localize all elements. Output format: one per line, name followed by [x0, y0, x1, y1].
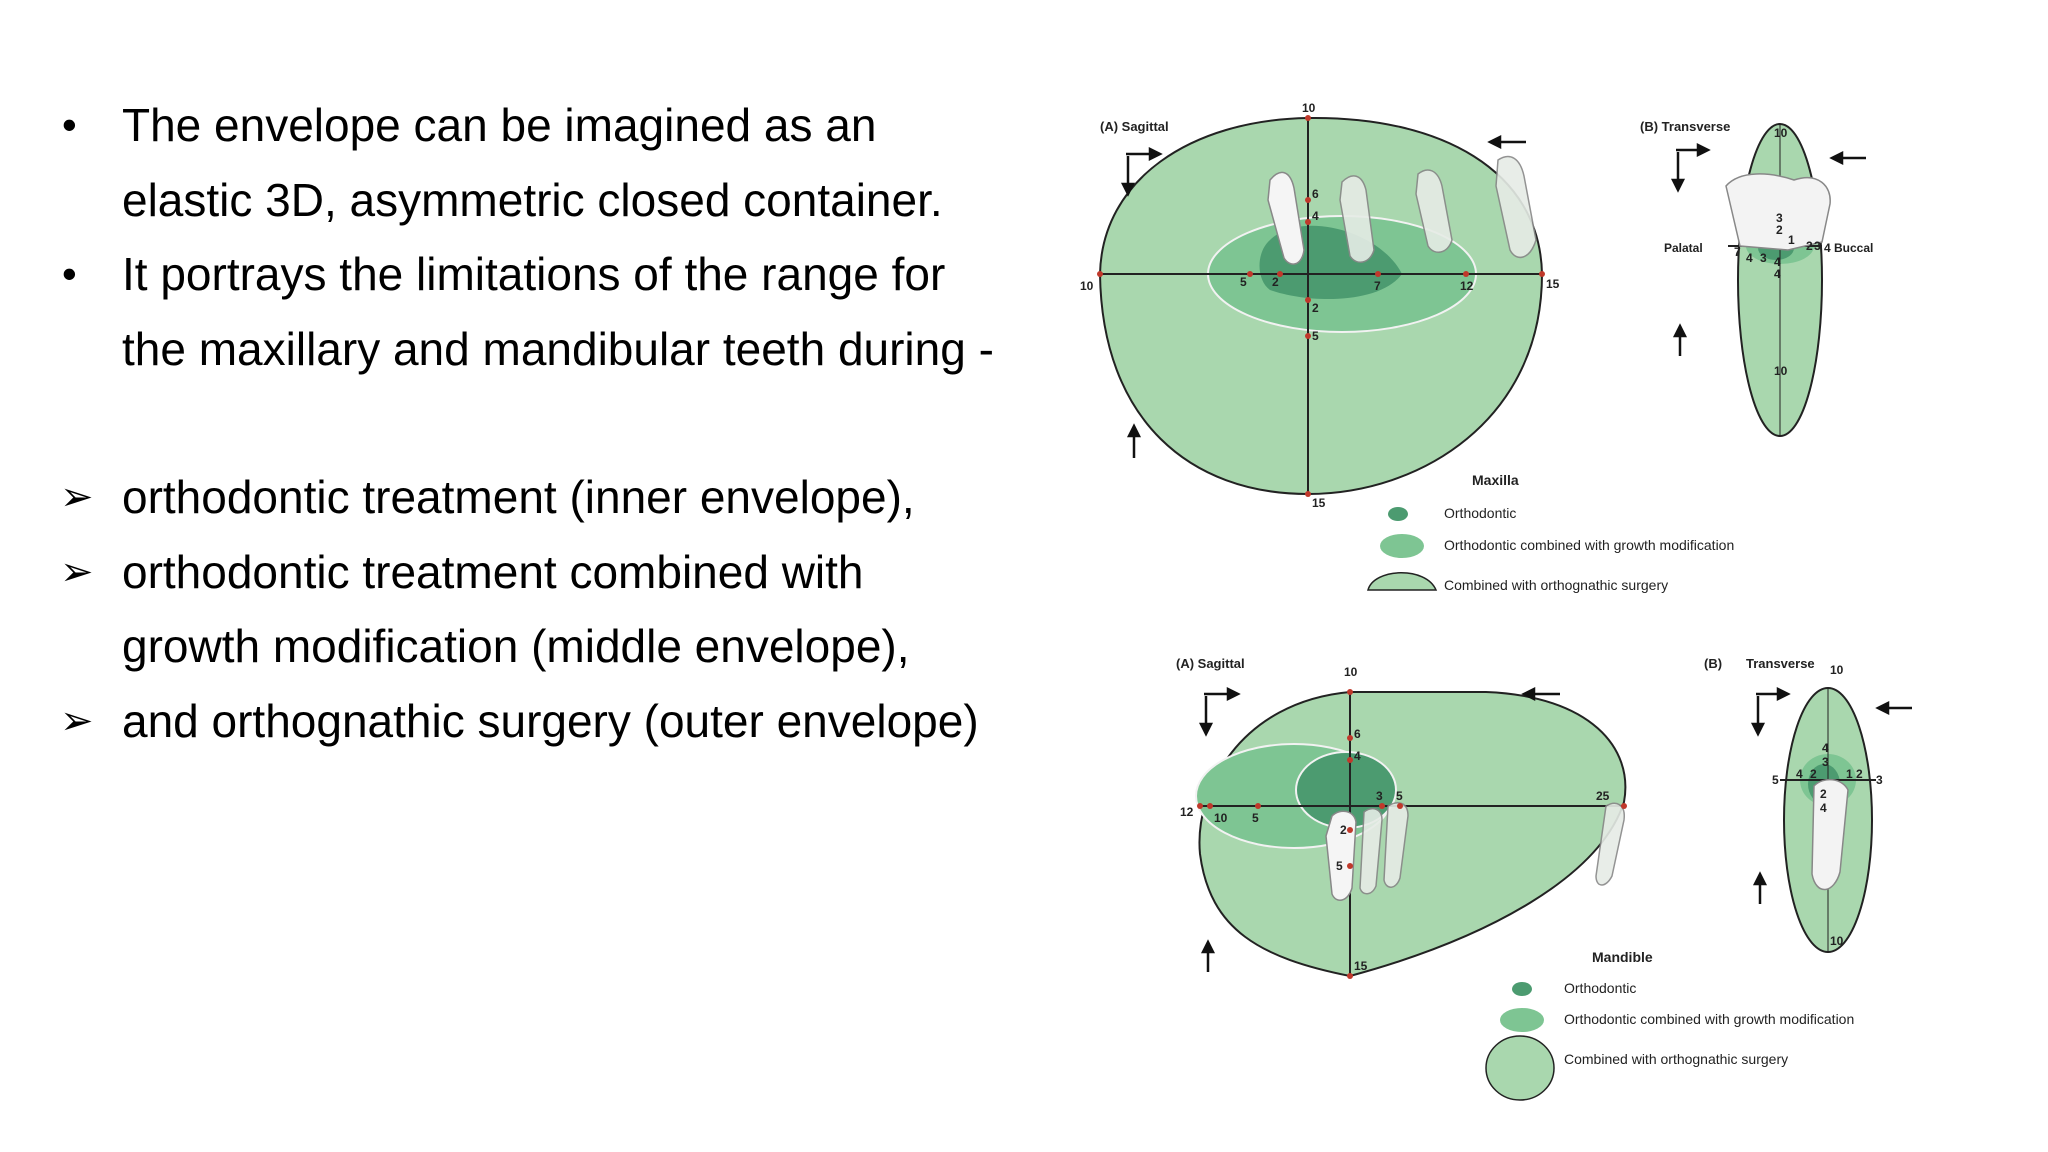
measurement-label: 15	[1312, 496, 1326, 510]
bullet-icon: •	[62, 101, 77, 148]
measurement-label: 7	[1734, 245, 1741, 259]
legend-label: Orthodontic	[1444, 505, 1516, 521]
outer-tooth-icon	[1495, 155, 1537, 259]
arrow-bullet-icon: ➢	[60, 549, 94, 594]
measurement-label: 4	[1746, 251, 1753, 265]
mandible-legend-title: Mandible	[1592, 949, 1653, 965]
measurement-label: 25	[1596, 789, 1610, 803]
measurement-label: 2	[1272, 275, 1279, 289]
measurement-label: 5	[1772, 773, 1779, 787]
maxilla-transverse-label: (B) Transverse	[1640, 119, 1730, 134]
measurement-label: 2	[1810, 767, 1817, 781]
measurement-label: 5	[1240, 275, 1247, 289]
bullet-text: The envelope can be imagined as an elast…	[122, 99, 943, 226]
measurement-label: 5	[1252, 811, 1259, 825]
measurement-label: 3	[1822, 755, 1829, 769]
legend-label: Orthodontic combined with growth modific…	[1564, 1011, 1854, 1027]
legend-swatch-inner	[1388, 507, 1408, 521]
lower-molar-tooth-icon	[1383, 802, 1409, 888]
incisor-tooth-icon	[1267, 171, 1305, 265]
transverse-lower-tooth-icon	[1811, 778, 1849, 891]
measurement-label: 1	[1788, 233, 1795, 247]
arrow-text: orthodontic treatment (inner envelope),	[122, 471, 915, 523]
measurement-label: 4	[1822, 741, 1829, 755]
measurement-label: 3	[1814, 239, 1821, 253]
measurement-label: 4	[1354, 749, 1361, 763]
measurement-label: 10	[1302, 101, 1316, 115]
measurement-label: 2	[1820, 787, 1827, 801]
measurement-label: 6	[1312, 187, 1319, 201]
measurement-label: 2	[1806, 239, 1813, 253]
arrow-item: ➢ orthodontic treatment combined with gr…	[60, 535, 1000, 684]
measurement-label: 2	[1340, 823, 1347, 837]
measurement-label: 2	[1776, 223, 1783, 237]
mandible-sagittal-label: (A) Sagittal	[1176, 656, 1245, 671]
premolar-tooth-icon	[1339, 175, 1375, 263]
slide-text: • The envelope can be imagined as an ela…	[60, 88, 1000, 758]
lower-outer-tooth-icon	[1595, 802, 1625, 886]
legend-label: Combined with orthognathic surgery	[1444, 577, 1668, 593]
measurement-label: 4	[1796, 767, 1803, 781]
maxilla-figure: (A) Sagittal (B) Transverse 10 15 10 15 …	[1080, 101, 1873, 593]
mandible-figure: (A) Sagittal (B) Transverse 10 15 12 10 …	[1176, 656, 1912, 1101]
measurement-label: 1	[1846, 767, 1853, 781]
measurement-label: 5	[1336, 859, 1343, 873]
arrow-item: ➢ orthodontic treatment (inner envelope)…	[60, 460, 1000, 535]
measurement-label: 15	[1354, 959, 1368, 973]
measurement-label: 15	[1546, 277, 1560, 291]
buccal-label: 4 Buccal	[1824, 241, 1873, 255]
legend-label: Combined with orthognathic surgery	[1564, 1051, 1788, 1067]
measurement-label: 10	[1214, 811, 1228, 825]
measurement-label: 3	[1760, 251, 1767, 265]
legend-swatch-outer	[1485, 1035, 1555, 1101]
measurement-label: 10	[1774, 126, 1788, 140]
legend-swatch-middle	[1500, 1008, 1544, 1032]
measurement-label: 5	[1396, 789, 1403, 803]
maxilla-sagittal-label: (A) Sagittal	[1100, 119, 1169, 134]
lower-premolar-tooth-icon	[1359, 807, 1383, 895]
measurement-label: 10	[1830, 934, 1844, 948]
bullet-text: It portrays the limitations of the range…	[122, 248, 994, 375]
measurement-label: 6	[1354, 727, 1361, 741]
arrow-bullet-icon: ➢	[60, 698, 94, 743]
palatal-label: Palatal	[1664, 241, 1703, 255]
measurement-label: 10	[1344, 665, 1358, 679]
arrow-text: and orthognathic surgery (outer envelope…	[122, 694, 979, 747]
measurement-label: 10	[1774, 364, 1788, 378]
bullet-item: • The envelope can be imagined as an ela…	[60, 88, 1000, 237]
legend-swatch-outer	[1367, 572, 1438, 591]
measurement-label: 7	[1374, 279, 1381, 293]
legend-label: Orthodontic combined with growth modific…	[1444, 537, 1734, 553]
legend-swatch-middle	[1380, 534, 1424, 558]
bullet-item: • It portrays the limitations of the ran…	[60, 237, 1000, 386]
maxilla-legend-title: Maxilla	[1472, 472, 1519, 488]
mandible-transverse-label: (B)	[1704, 656, 1722, 671]
measurement-label: 3	[1376, 789, 1383, 803]
measurement-label: 4	[1820, 801, 1827, 815]
measurement-label: 10	[1080, 279, 1094, 293]
measurement-label: 3	[1876, 773, 1883, 787]
measurement-label: 12	[1180, 805, 1194, 819]
measurement-label: 10	[1830, 663, 1844, 677]
measurement-label: 4	[1774, 255, 1781, 269]
lower-incisor-tooth-icon	[1325, 810, 1357, 901]
legend-swatch-inner	[1512, 982, 1532, 996]
measurement-label: 5	[1312, 329, 1319, 343]
mandible-transverse-word: Transverse	[1746, 656, 1815, 671]
arrow-text: orthodontic treatment combined with grow…	[122, 545, 910, 673]
measurement-label: 3	[1776, 211, 1783, 225]
arrow-bullet-icon: ➢	[60, 475, 94, 519]
measurement-label: 4	[1774, 267, 1781, 281]
legend-label: Orthodontic	[1564, 980, 1636, 996]
arrow-item: ➢ and orthognathic surgery (outer envelo…	[60, 684, 1000, 759]
measurement-label: 12	[1460, 279, 1474, 293]
transverse-tooth-icon	[1725, 173, 1831, 251]
measurement-label: 4	[1312, 209, 1319, 223]
measurement-label: 2	[1312, 301, 1319, 315]
molar-tooth-icon	[1415, 169, 1453, 253]
measurement-label: 2	[1856, 767, 1863, 781]
bullet-icon: •	[62, 250, 77, 297]
